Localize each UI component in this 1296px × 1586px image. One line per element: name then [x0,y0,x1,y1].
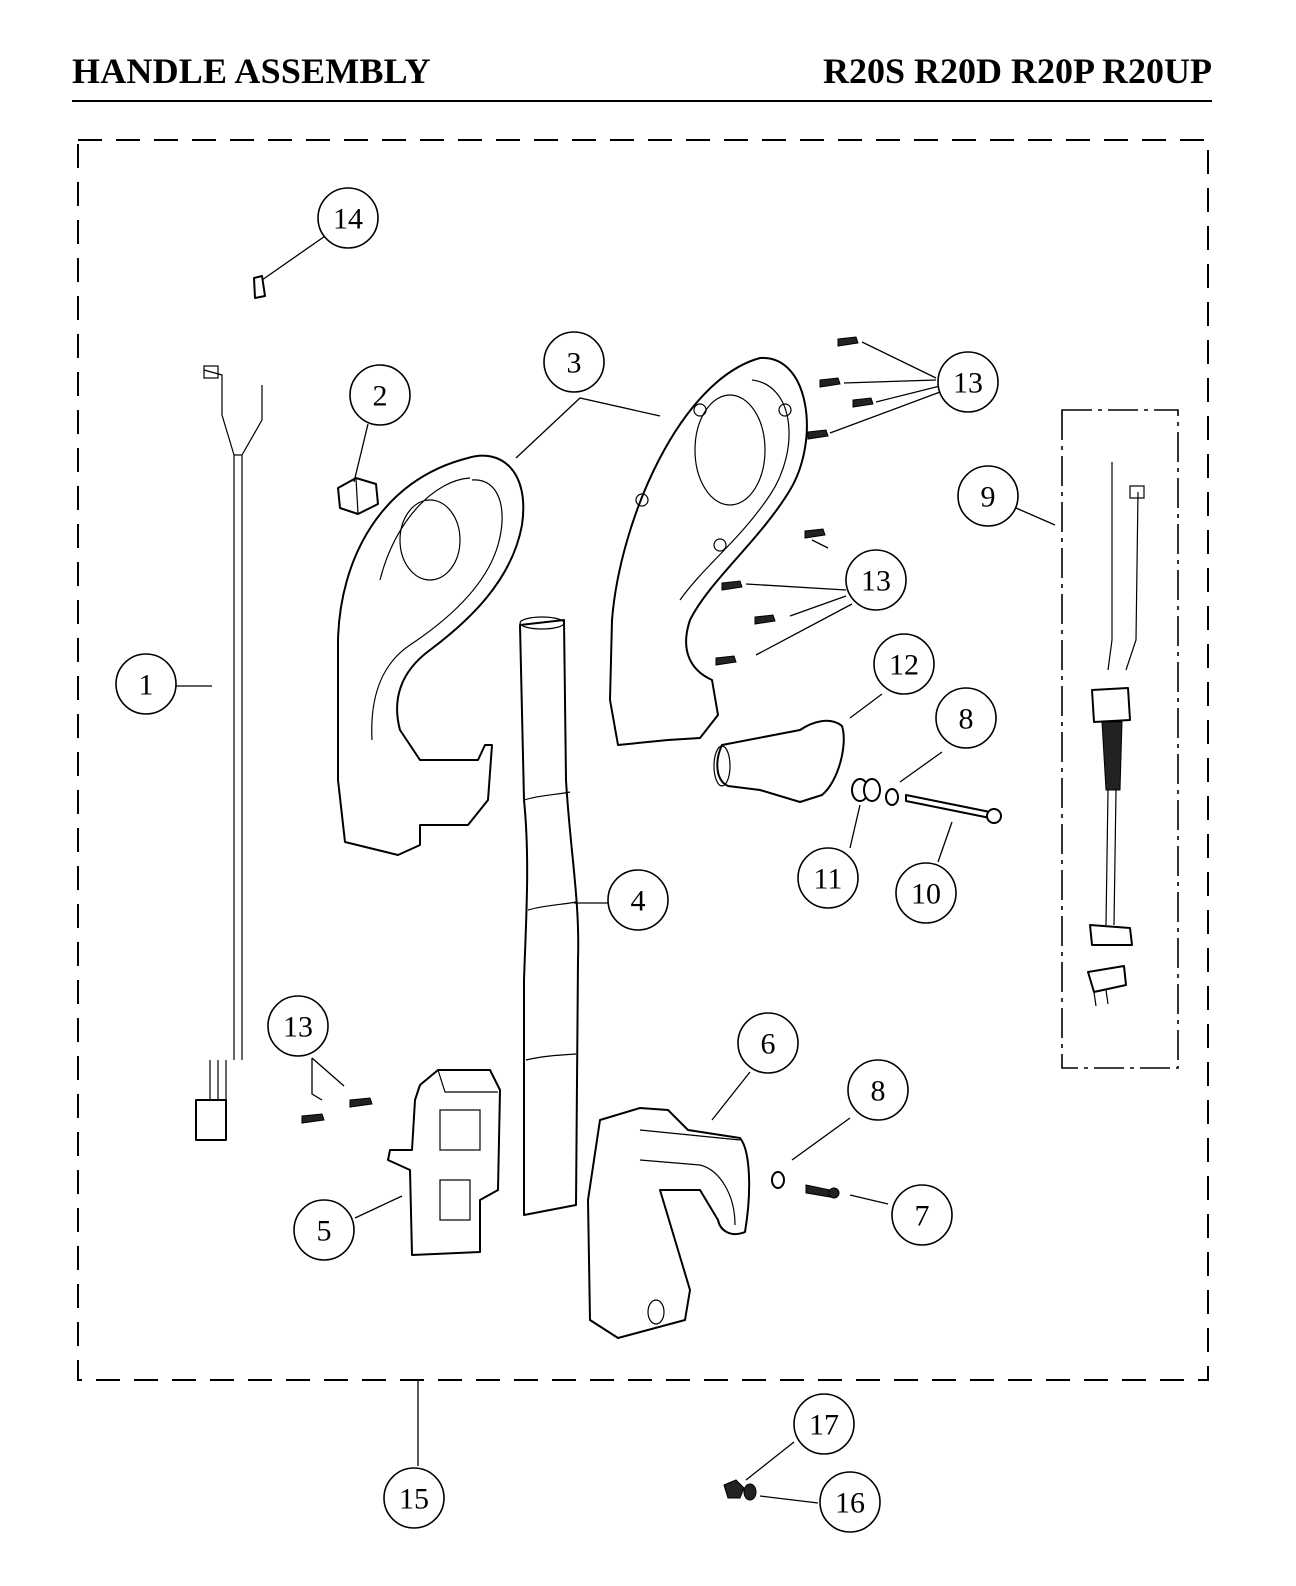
callout-10: 10 [895,862,957,924]
callout-4: 4 [607,869,669,931]
part-6-handle-cover [587,1107,751,1339]
callout-number: 8 [959,703,974,736]
callout-group: 14 3 2 13 9 1 13 12 8 11 10 4 13 6 8 5 7 17 15 16 [115,187,1019,1533]
callout-12: 12 [873,633,935,695]
page-header: HANDLE ASSEMBLY R20S R20D R20P R20UP [72,40,1212,102]
callout-number: 6 [761,1028,776,1061]
callout-number: 17 [809,1409,839,1442]
callout-circle [819,1471,881,1533]
callout-3: 3 [543,331,605,393]
part-3-handle-left-half [337,454,525,856]
callout-number: 8 [871,1075,886,1108]
callout-circle [793,1393,855,1455]
callout-number: 9 [981,481,996,514]
part-3-handle-right-half [609,356,808,746]
part-13-screws-upper [807,336,874,440]
part-2-button [337,477,379,515]
callout-number: 13 [283,1011,313,1044]
callout-9: 9 [957,465,1019,527]
callout-number: 10 [911,878,941,911]
callout-circle [957,465,1019,527]
callout-number: 7 [915,1200,930,1233]
callout-13: 13 [845,549,907,611]
assembly-boundary [77,139,1209,1381]
callout-circle [737,1012,799,1074]
callout-circle [873,633,935,695]
part-10-bolt [905,794,1002,824]
callout-16: 16 [819,1471,881,1533]
callout-8: 8 [847,1059,909,1121]
callout-number: 11 [814,863,843,896]
part-13-screws-middle [715,528,826,666]
part-12-grip-cover [713,719,845,803]
callout-circle [607,869,669,931]
part-16-washer [743,1483,757,1501]
callout-circle [891,1184,953,1246]
page-title: HANDLE ASSEMBLY [72,51,431,91]
callout-circle [115,653,177,715]
part-13-screws-lower [301,1097,373,1124]
callout-circle [543,331,605,393]
callout-1: 1 [115,653,177,715]
callout-circle [937,351,999,413]
callout-circle [935,687,997,749]
part-8-washer-upper [885,788,899,806]
part-4-handle-tube [519,616,580,1216]
callout-6: 6 [737,1012,799,1074]
part-1-wire-harness [195,365,263,1141]
callout-number: 13 [861,565,891,598]
leader-lines [176,233,1056,1504]
callout-number: 4 [631,885,646,918]
callout-number: 3 [567,347,582,380]
callout-number: 13 [953,367,983,400]
callout-circle [845,549,907,611]
callout-11: 11 [797,847,859,909]
part-14-wire-connector [253,275,266,299]
callout-7: 7 [891,1184,953,1246]
callout-17: 17 [793,1393,855,1455]
callout-number: 2 [373,380,388,413]
callout-number: 5 [317,1215,332,1248]
callout-number: 14 [333,203,363,236]
callout-number: 15 [399,1483,429,1516]
callout-number: 12 [889,649,919,682]
callout-14: 14 [317,187,379,249]
model-numbers: R20S R20D R20P R20UP [822,51,1212,91]
callout-circle [267,995,329,1057]
part-11-spring [851,778,881,802]
callout-circle [797,847,859,909]
callout-circle [847,1059,909,1121]
callout-circle [383,1467,445,1529]
part-8-washer-lower [771,1171,785,1189]
callout-circle [317,187,379,249]
part-5-handle-bracket [387,1069,501,1256]
callout-number: 16 [835,1487,865,1520]
callout-13: 13 [937,351,999,413]
callout-8: 8 [935,687,997,749]
part-9-power-cord [1087,462,1145,1007]
callout-15: 15 [383,1467,445,1529]
callout-number: 1 [139,669,154,702]
callout-circle [293,1199,355,1261]
cord-subassembly-boundary [1061,409,1179,1069]
callout-5: 5 [293,1199,355,1261]
callout-circle [349,364,411,426]
callout-circle [895,862,957,924]
callout-13: 13 [267,995,329,1057]
part-17-nut [723,1479,745,1499]
callout-2: 2 [349,364,411,426]
part-7-screw [805,1184,840,1199]
